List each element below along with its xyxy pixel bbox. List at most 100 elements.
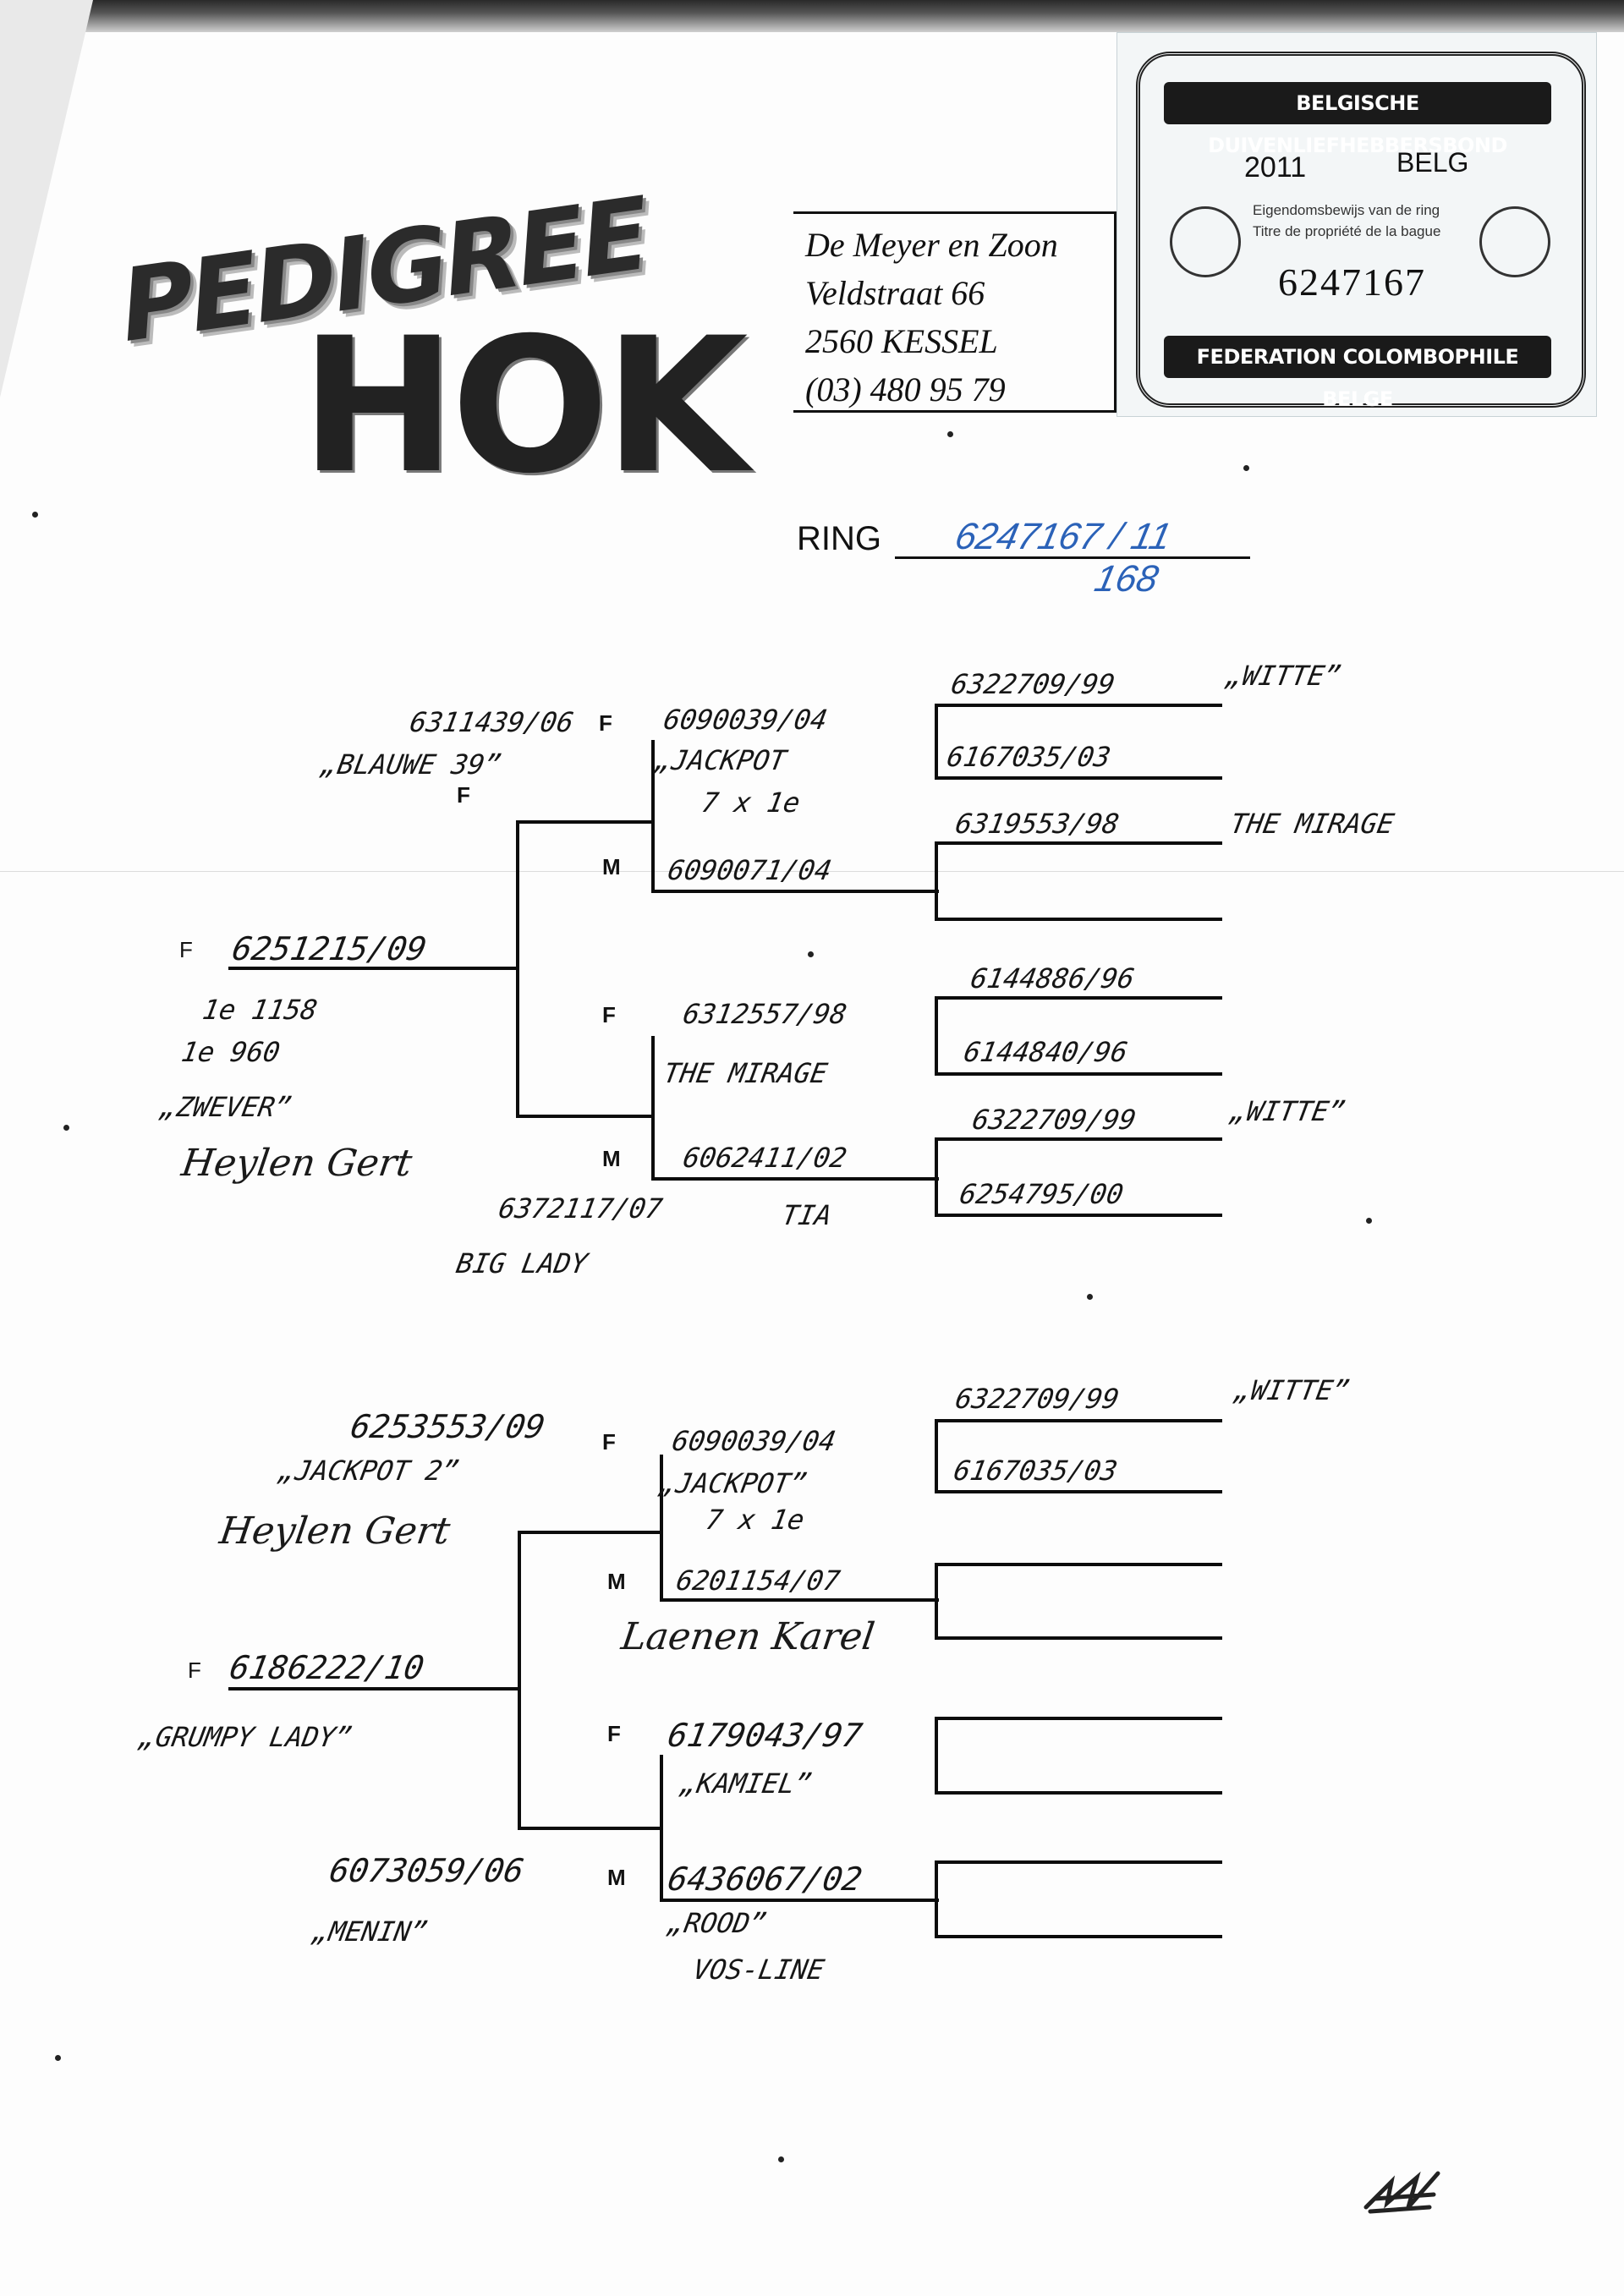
dds-name: „KAMIEL”	[678, 1767, 815, 1800]
bracket-line	[935, 1563, 938, 1639]
g7-line	[935, 1137, 1222, 1141]
dam-ring: 6186222/10	[227, 1649, 427, 1686]
ggp-ring: 6144886/96	[968, 962, 1138, 995]
ggp-ring: 6144840/96	[961, 1036, 1131, 1068]
ddd-note: VOS-LINE	[690, 1954, 827, 1986]
bracket-line	[651, 740, 655, 892]
stamp-bottom-banner: FEDERATION COLOMBOPHILE BELGE	[1164, 336, 1551, 411]
bracket-line	[935, 996, 938, 1074]
sire-sex: F	[179, 937, 193, 962]
ggp-name: THE MIRAGE	[1227, 808, 1397, 840]
ds-breeder: Heylen Gert	[217, 1510, 453, 1553]
crown-emblem-icon	[1479, 206, 1550, 277]
ring-emblem-icon	[1170, 206, 1241, 277]
ds-ring: 6253553/09	[348, 1408, 548, 1445]
g8-line	[935, 1214, 1222, 1217]
sire-ring: 6251215/09	[229, 930, 430, 967]
bracket-line	[651, 1036, 655, 1180]
dds-ring: 6179043/97	[665, 1717, 865, 1754]
stamp-frame	[1136, 52, 1586, 408]
scan-speck	[808, 951, 814, 957]
g4-line	[935, 1636, 1222, 1640]
scan-speck	[1243, 465, 1249, 471]
scanner-edge	[0, 0, 1624, 32]
sdd-sex: M	[602, 1146, 621, 1171]
ggp-name: „WITTE”	[1232, 1374, 1352, 1406]
bracket-line	[516, 820, 651, 824]
g3-line	[935, 841, 1222, 845]
ss-ring: 6311439/06	[407, 706, 577, 738]
g5-line	[935, 1717, 1222, 1720]
g2-line	[935, 776, 1222, 780]
bracket-line	[935, 1717, 938, 1793]
bracket-line	[935, 1860, 938, 1937]
folded-corner	[0, 0, 93, 397]
sss-note: 7 x 1e	[699, 786, 803, 819]
ring-value: 6247167 / 11	[951, 516, 1175, 557]
g6-line	[935, 1072, 1222, 1076]
sds-ring: 6312557/98	[680, 998, 850, 1030]
ggp-name: „WITTE”	[1223, 660, 1344, 692]
g8-line	[935, 1935, 1222, 1938]
stamp-country: BELG	[1396, 147, 1469, 178]
sd-name: BIG LADY	[453, 1247, 590, 1280]
ggp-ring: 6167035/03	[951, 1455, 1121, 1487]
ddd-line	[660, 1899, 939, 1902]
bracket-line	[935, 1137, 938, 1215]
ssd-sex: M	[602, 854, 621, 879]
g4-line	[935, 918, 1222, 921]
address-block: De Meyer en Zoon Veldstraat 66 2560 KESS…	[793, 211, 1116, 413]
ggp-ring: 6319553/98	[952, 808, 1122, 840]
ggp-ring: 6322709/99	[969, 1104, 1139, 1136]
scan-speck	[947, 431, 953, 437]
signature-mark	[1363, 2171, 1440, 2214]
g3-line	[935, 1563, 1222, 1566]
stamp-ring-number: 6247167	[1278, 260, 1426, 304]
scan-guide-line	[0, 871, 1624, 872]
sds-sex: F	[602, 1002, 616, 1027]
ggp-ring: 6322709/99	[948, 668, 1118, 700]
dsd-line	[660, 1598, 939, 1602]
dam-sex: F	[188, 1658, 201, 1683]
address-line: Veldstraat 66	[805, 274, 985, 312]
dsd-ring: 6201154/07	[673, 1564, 843, 1597]
bracket-line	[935, 704, 938, 780]
scan-speck	[55, 2055, 61, 2061]
ss-name: „BLAUWE 39”	[318, 748, 504, 781]
bracket-line	[518, 1827, 660, 1830]
logo-hok: HOK	[300, 298, 749, 514]
bracket-line	[518, 1531, 660, 1534]
stamp-top-banner: BELGISCHE DUIVENLIEFHEBBERSBOND	[1164, 82, 1551, 157]
dd-name: „MENIN”	[310, 1915, 431, 1948]
ssd-line	[651, 890, 939, 893]
address-line: De Meyer en Zoon	[805, 226, 1058, 264]
dsd-breeder: Laenen Karel	[618, 1615, 878, 1658]
stamp-caption-nl: Eigendomsbewijs van de ring	[1253, 202, 1440, 218]
stamp-year: 2011	[1244, 151, 1307, 184]
sdd-line	[651, 1177, 939, 1181]
ds-name: „JACKPOT 2”	[276, 1455, 462, 1487]
sss-ring: 6090039/04	[661, 704, 831, 736]
dam-line	[228, 1687, 521, 1690]
ring-label: RING	[797, 520, 881, 557]
dss-ring: 6090039/04	[669, 1425, 839, 1457]
sire-note: 1e 960	[178, 1036, 283, 1068]
sdd-name: TIA	[779, 1199, 835, 1231]
g1-line	[935, 1419, 1222, 1422]
bracket-line	[660, 1755, 663, 1900]
ggp-ring: 6254795/00	[957, 1178, 1127, 1210]
ss-position-label: F	[457, 782, 470, 808]
ddd-sex: M	[607, 1865, 626, 1890]
dds-sex: F	[607, 1721, 621, 1746]
dsd-sex: M	[607, 1569, 626, 1594]
sds-name: THE MIRAGE	[661, 1057, 831, 1089]
g6-line	[935, 1791, 1222, 1795]
address-line: 2560 KESSEL	[805, 322, 998, 360]
g5-line	[935, 996, 1222, 1000]
ring-underline	[895, 556, 1250, 559]
stamp-caption-fr: Titre de propriété de la bague	[1253, 223, 1441, 239]
ssd-ring: 6090071/04	[665, 854, 835, 886]
ggp-name: „WITTE”	[1227, 1095, 1348, 1127]
sdd-ring: 6062411/02	[680, 1142, 850, 1174]
